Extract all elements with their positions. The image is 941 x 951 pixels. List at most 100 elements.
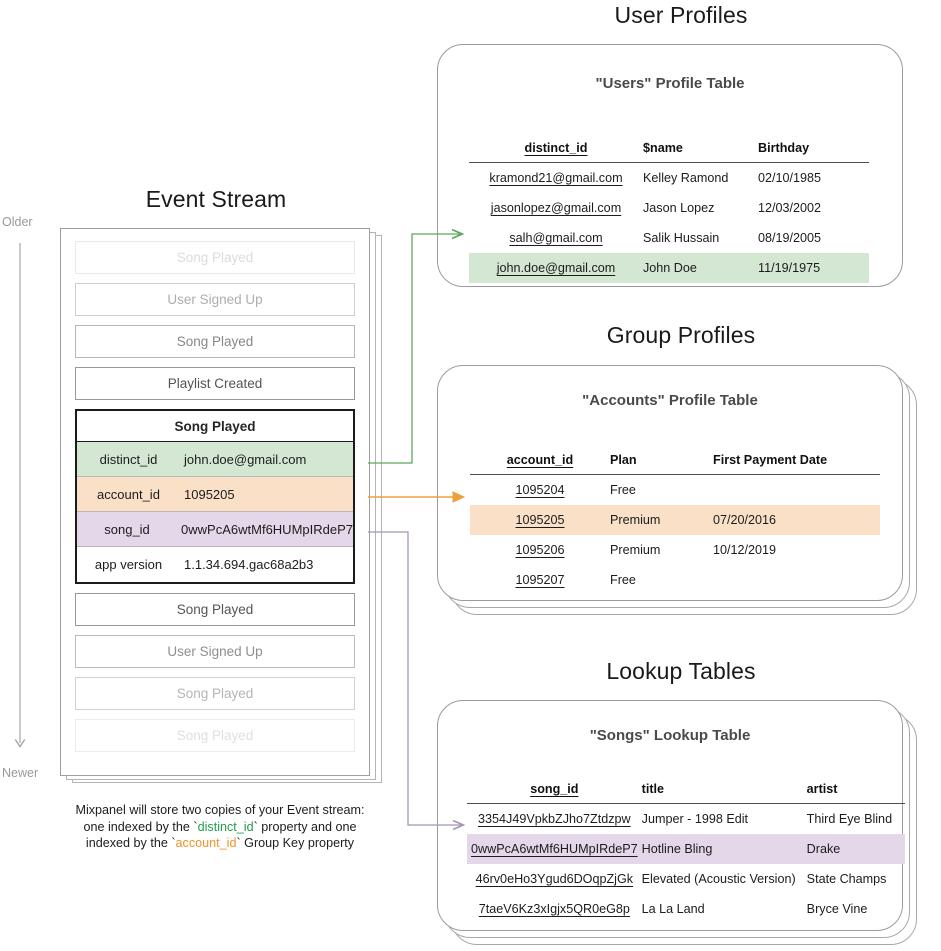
event-pill-label: Song Played	[176, 602, 254, 617]
caption-line-3: indexed by the `account_id` Group Key pr…	[40, 835, 400, 852]
event-property-value: 1.1.34.694.gac68a2b3	[184, 557, 314, 572]
accounts-cell-first-payment	[713, 565, 880, 595]
event-property-row-app-version[interactable]: app version 1.1.34.694.gac68a2b3	[77, 547, 353, 582]
axis-label-older: Older	[2, 215, 33, 229]
accounts-cell-account-id: 1095204	[515, 483, 565, 497]
users-profile-card-stack: "Users" Profile Table distinct_id $name …	[437, 44, 903, 287]
event-pill[interactable]: Song Played	[75, 325, 355, 358]
table-row[interactable]: 1095204 Free	[470, 475, 880, 506]
accounts-table-body: 1095204 Free 1095205 Premium 07/20/2016 …	[470, 475, 880, 596]
event-property-key: app version	[94, 557, 163, 572]
event-pill[interactable]: Song Played	[75, 719, 355, 752]
songs-cell-artist: Third Eye Blind	[806, 812, 893, 826]
users-table[interactable]: distinct_id $name Birthday kramond21@gma…	[469, 141, 869, 283]
accounts-col-first-payment-date: First Payment Date	[713, 453, 828, 467]
axis-label-newer: Newer	[2, 766, 39, 780]
caption-line-1: Mixpanel will store two copies of your E…	[75, 803, 365, 817]
songs-cell-song-id: 0wwPcA6wtMf6HUMpIRdeP7	[467, 834, 642, 864]
songs-cell-song-id: 46rv0eHo3Ygud6DOqpZjGk	[475, 872, 634, 886]
accounts-table-header-row: account_id Plan First Payment Date	[470, 453, 880, 475]
event-pill[interactable]: Song Played	[75, 677, 355, 710]
event-pill[interactable]: Playlist Created	[75, 367, 355, 400]
accounts-table-head: account_id Plan First Payment Date	[470, 453, 880, 475]
accounts-cell-first-payment	[713, 475, 880, 506]
table-row[interactable]: 1095206 Premium 10/12/2019	[470, 535, 880, 565]
accounts-cell-plan: Premium	[610, 543, 661, 557]
users-table-title: "Users" Profile Table	[595, 75, 745, 92]
event-pill-label: Song Played	[176, 728, 254, 743]
table-row[interactable]: 3354J49VpkbZJho7Ztdzpw Jumper - 1998 Edi…	[467, 804, 905, 835]
users-table-body: kramond21@gmail.com Kelley Ramond 02/10/…	[469, 163, 869, 283]
users-cell-birthday: 12/03/2002	[758, 201, 822, 215]
accounts-col-plan: Plan	[610, 453, 637, 467]
event-pill[interactable]: Song Played	[75, 241, 355, 274]
caption-token-distinct-id: distinct_id	[197, 819, 254, 834]
users-cell-birthday: 11/19/1975	[758, 253, 869, 283]
event-pill-label: User Signed Up	[167, 292, 263, 307]
users-table-head: distinct_id $name Birthday	[469, 141, 869, 163]
users-table-header-row: distinct_id $name Birthday	[469, 141, 869, 163]
event-pill-label: Song Played	[176, 686, 254, 701]
accounts-cell-first-payment: 07/20/2016	[713, 505, 880, 535]
users-profile-card[interactable]: "Users" Profile Table	[437, 44, 903, 287]
users-cell-name: Kelley Ramond	[643, 171, 729, 185]
heading-user-profiles: User Profiles	[614, 2, 748, 28]
songs-cell-song-id: 3354J49VpkbZJho7Ztdzpw	[478, 812, 631, 826]
users-col-birthday: Birthday	[758, 141, 810, 155]
accounts-cell-account-id: 1095206	[515, 543, 565, 557]
table-row-highlighted[interactable]: 0wwPcA6wtMf6HUMpIRdeP7 Hotline Bling Dra…	[467, 834, 905, 864]
event-pill-label: Playlist Created	[167, 376, 263, 391]
songs-cell-artist: Drake	[806, 834, 905, 864]
caption-token-account-id: account_id	[175, 836, 237, 850]
accounts-profile-card-stack: "Accounts" Profile Table account_id Plan…	[437, 365, 917, 615]
table-row[interactable]: salh@gmail.com Salik Hussain 08/19/2005	[469, 223, 869, 253]
table-row-highlighted[interactable]: john.doe@gmail.com John Doe 11/19/1975	[469, 253, 869, 283]
event-property-row-distinct-id[interactable]: distinct_id john.doe@gmail.com	[77, 442, 353, 477]
focused-event-name: Song Played	[77, 411, 353, 442]
accounts-cell-first-payment: 10/12/2019	[713, 543, 777, 557]
accounts-profile-card[interactable]: "Accounts" Profile Table	[437, 365, 903, 601]
accounts-cell-account-id: 1095205	[470, 505, 610, 535]
caption-line-2: one indexed by the `distinct_id` propert…	[40, 819, 400, 836]
songs-table-body: 3354J49VpkbZJho7Ztdzpw Jumper - 1998 Edi…	[467, 804, 905, 925]
songs-cell-song-id: 7taeV6Kz3xIgjx5QR0eG8p	[478, 902, 630, 916]
users-cell-name: Jason Lopez	[643, 201, 715, 215]
caption-line-3-pre: indexed by the `	[85, 836, 176, 850]
axis-arrow-icon	[0, 243, 60, 785]
accounts-col-account-id: account_id	[506, 453, 574, 467]
event-pill[interactable]: User Signed Up	[75, 283, 355, 316]
table-row[interactable]: 1095207 Free	[470, 565, 880, 595]
songs-cell-title: Elevated (Acoustic Version)	[641, 872, 796, 886]
event-pill[interactable]: User Signed Up	[75, 635, 355, 668]
event-pill-label: Song Played	[176, 250, 254, 265]
table-row[interactable]: jasonlopez@gmail.com Jason Lopez 12/03/2…	[469, 193, 869, 223]
accounts-cell-plan: Free	[610, 483, 636, 497]
users-cell-distinct-id: john.doe@gmail.com	[469, 253, 643, 283]
focused-event-card[interactable]: Song Played distinct_id john.doe@gmail.c…	[75, 409, 355, 584]
users-cell-birthday: 02/10/1985	[758, 171, 822, 185]
users-cell-name: John Doe	[643, 253, 758, 283]
event-property-value: 0wwPcA6wtMf6HUMpIRdeP7	[181, 521, 353, 537]
accounts-table[interactable]: account_id Plan First Payment Date 10952…	[470, 453, 880, 595]
event-property-row-account-id[interactable]: account_id 1095205	[77, 477, 353, 512]
event-stream-container[interactable]: Song Played User Signed Up Song Played P…	[60, 228, 370, 776]
table-row[interactable]: 46rv0eHo3Ygud6DOqpZjGk Elevated (Acousti…	[467, 864, 905, 894]
songs-col-artist: artist	[806, 782, 838, 796]
event-pill[interactable]: Song Played	[75, 593, 355, 626]
event-stream-panel: Song Played User Signed Up Song Played P…	[60, 228, 390, 783]
heading-event-stream: Event Stream	[145, 186, 287, 212]
songs-lookup-card[interactable]: "Songs" Lookup Table	[437, 700, 903, 931]
accounts-cell-plan: Free	[610, 573, 636, 587]
accounts-cell-plan: Premium	[610, 505, 713, 535]
users-col-distinct-id: distinct_id	[524, 141, 588, 155]
event-property-key: distinct_id	[99, 451, 158, 467]
songs-cell-title: Jumper - 1998 Edit	[641, 812, 749, 826]
table-row-highlighted[interactable]: 1095205 Premium 07/20/2016	[470, 505, 880, 535]
accounts-table-title: "Accounts" Profile Table	[582, 392, 758, 409]
table-row[interactable]: 7taeV6Kz3xIgjx5QR0eG8p La La Land Bryce …	[467, 894, 905, 924]
songs-table[interactable]: song_id title artist 3354J49VpkbZJho7Ztd…	[467, 782, 905, 924]
users-cell-birthday: 08/19/2005	[758, 231, 822, 245]
table-row[interactable]: kramond21@gmail.com Kelley Ramond 02/10/…	[469, 163, 869, 194]
event-property-row-song-id[interactable]: song_id 0wwPcA6wtMf6HUMpIRdeP7	[77, 512, 353, 547]
